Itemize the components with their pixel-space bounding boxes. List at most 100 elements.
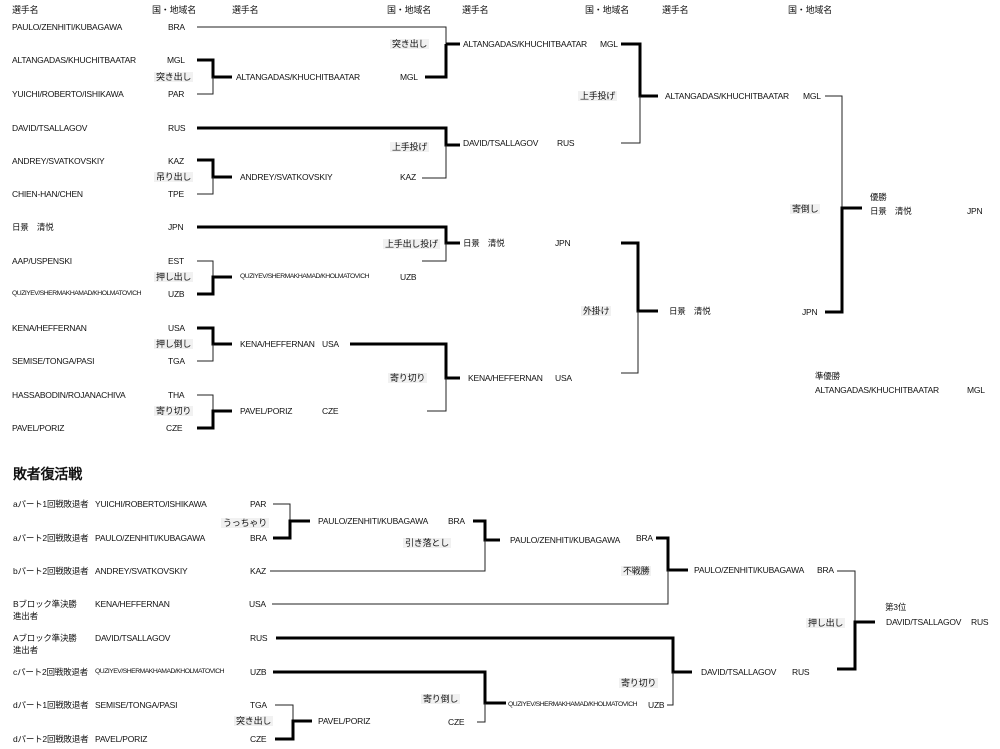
bracket-line [667,672,674,706]
winner-country: UZB [400,272,417,282]
entrant-country: RUS [250,633,268,643]
bracket-line [825,95,843,208]
bracket-line [197,326,232,346]
bracket-line [197,26,447,44]
header-player: 選手名 [232,5,259,15]
third-place-name: DAVID/TSALLAGOV [886,617,962,627]
technique-label: 上手出し投げ [383,239,440,249]
third-place-label: 第3位 [885,602,907,612]
entrant-name: KENA/HEFFERNAN [95,599,170,609]
entrant-country: USA [168,323,185,333]
bracket-line [197,126,460,147]
entrant-name: ANDREY/SVATKOVSKIY [95,566,188,576]
header-player: 選手名 [662,5,689,15]
champion-name: 日景 清悦 [870,206,912,216]
header-country: 国・地域名 [788,5,833,15]
champion-country: JPN [967,206,983,216]
technique-label: 不戦勝 [621,566,652,576]
entrant-name: SEMISE/TONGA/PASI [95,700,178,710]
winner-name: PAULO/ZENHITI/KUBAGAWA [510,535,621,545]
bracket-line [273,670,506,705]
entrant-name: PAULO/ZENHITI/KUBAGAWA [12,22,123,32]
winner-name: 日景 清悦 [463,238,505,248]
entrant-name: YUICHI/ROBERTO/ISHIKAWA [12,89,124,99]
header-country: 国・地域名 [152,5,197,15]
bracket-line [197,177,214,195]
winner-country: RUS [557,138,575,148]
winner-country: USA [322,339,339,349]
bracket-line [425,44,448,79]
entrant-country: UZB [168,289,185,299]
entrant-country: UZB [250,667,267,677]
technique-label: 寄り切り [154,406,194,416]
header-country: 国・地域名 [585,5,630,15]
winner-name: 日景 清悦 [669,306,711,316]
bracket-line [197,225,460,245]
technique-label: 押し倒し [154,339,194,349]
entrant-country: TPE [168,189,184,199]
entrant-name: CHIEN-HAN/CHEN [12,189,83,199]
bracket-line [837,570,856,622]
entrant-country: JPN [168,222,184,232]
winner-country: BRA [636,533,653,543]
bracket-line [197,260,214,277]
bracket-line [197,58,232,79]
technique-label: 寄り倒し [421,694,461,704]
winner-country: JPN [802,307,818,317]
bracket-line [197,344,214,362]
entrant-name: DAVID/TSALLAGOV [12,123,88,133]
entrant-country: BRA [250,533,267,543]
entrant-country: CZE [250,734,267,744]
bracket-line [273,519,310,540]
bracket-line [197,77,214,95]
entrant-country: TGA [250,700,267,710]
entrant-name: ANDREY/SVATKOVSKIY [12,156,105,166]
winner-country: KAZ [400,172,416,182]
bracket-line [350,342,460,380]
entrant-name: YUICHI/ROBERTO/ISHIKAWA [95,499,207,509]
entrant-name: DAVID/TSALLAGOV [95,633,171,643]
bracket-line [275,704,294,721]
entrant-country: MGL [167,55,185,65]
winner-name: DAVID/TSALLAGOV [463,138,539,148]
entrant-label: Aブロック準決勝 進出者 [13,633,77,655]
entrant-label: aパート2回戦敗退者 [13,533,89,543]
entrant-country: TGA [168,356,185,366]
entrant-label: dパート2回戦敗退者 [13,734,89,744]
bracket-line [197,275,232,296]
entrant-country: KAZ [168,156,184,166]
winner-country: JPN [555,238,571,248]
entrant-label: Bブロック準決勝 進出者 [13,599,77,621]
winner-name: QUZIYEV/SHERMAKHAMAD/KHOLMATOVICH [240,273,370,280]
technique-label: 上手投げ [390,142,430,152]
technique-label: 突き出し [234,716,274,726]
winner-name: ALTANGADAS/KHUCHITBAATAR [236,72,360,82]
bracket-line [621,96,641,144]
technique-label: 上手投げ [578,91,618,101]
entrant-country: RUS [168,123,186,133]
winner-country: BRA [448,516,465,526]
bracket-line [621,311,639,374]
winner-name: KENA/HEFFERNAN [468,373,543,383]
technique-label: 寄り切り [388,373,428,383]
winner-country: UZB [648,700,665,710]
bracket-line [272,570,669,605]
entrant-name: PAVEL/PORIZ [12,423,65,433]
entrant-name: SEMISE/TONGA/PASI [12,356,95,366]
bracket-line [197,158,232,179]
header-player: 選手名 [12,5,39,15]
bracket-line [837,620,875,671]
technique-label: 寄倒し [790,204,821,214]
winner-country: BRA [817,565,834,575]
entrant-country: PAR [168,89,185,99]
third-place-country: RUS [971,617,989,627]
bracket-line [273,503,291,521]
entrant-country: THA [168,390,185,400]
entrant-name: ALTANGADAS/KHUCHITBAATAR [12,55,136,65]
entrant-label: bパート2回戦敗退者 [13,566,89,576]
technique-label: 寄り切り [619,678,659,688]
bracket-line [275,719,312,741]
header-player: 選手名 [462,5,489,15]
